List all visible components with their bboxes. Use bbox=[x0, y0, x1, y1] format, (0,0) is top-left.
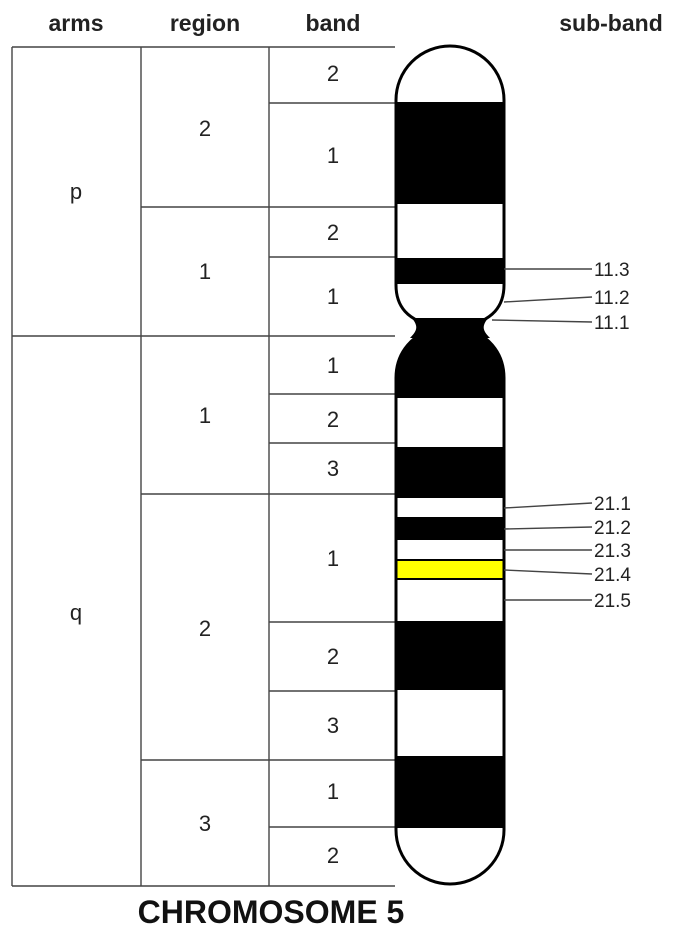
sub-band-label: 21.1 bbox=[594, 494, 631, 515]
band-label: 2 bbox=[327, 407, 339, 432]
chromosome-q-arm bbox=[394, 332, 506, 886]
header-sub-band: sub-band bbox=[559, 10, 663, 36]
sub-band-label: 11.3 bbox=[594, 260, 630, 281]
band-label: 1 bbox=[327, 353, 339, 378]
header-band: band bbox=[306, 10, 361, 36]
band-highlight bbox=[396, 559, 504, 580]
band-dark bbox=[396, 102, 504, 204]
region-label: 1 bbox=[199, 403, 211, 428]
region-label: 3 bbox=[199, 811, 211, 836]
band-label: 1 bbox=[327, 284, 339, 309]
band-dark bbox=[396, 517, 504, 540]
band-label: 1 bbox=[327, 143, 339, 168]
arm-label-q: q bbox=[70, 600, 82, 625]
band-dark bbox=[396, 756, 504, 828]
band-label: 3 bbox=[327, 713, 339, 738]
arm-label-p: p bbox=[70, 179, 82, 204]
band-label: 1 bbox=[327, 546, 339, 571]
band-dark bbox=[396, 621, 504, 690]
region-label: 2 bbox=[199, 616, 211, 641]
band-table bbox=[11, 46, 395, 887]
band-label: 2 bbox=[327, 843, 339, 868]
band-label: 3 bbox=[327, 456, 339, 481]
diagram-title: CHROMOSOME 5 bbox=[138, 894, 405, 930]
chromosome-p-arm bbox=[394, 44, 506, 324]
band-dark bbox=[396, 334, 504, 398]
sub-band-label: 11.2 bbox=[594, 288, 630, 309]
sub-band-label: 11.1 bbox=[594, 313, 630, 334]
header-arms: arms bbox=[49, 10, 104, 36]
band-dark bbox=[396, 258, 504, 284]
sub-band-leaders bbox=[491, 268, 593, 601]
sub-band-label: 21.2 bbox=[594, 518, 631, 539]
band-label: 2 bbox=[327, 644, 339, 669]
sub-band-label: 21.5 bbox=[594, 591, 631, 612]
header-region: region bbox=[170, 10, 240, 36]
region-label: 1 bbox=[199, 259, 211, 284]
region-label: 2 bbox=[199, 116, 211, 141]
band-label: 2 bbox=[327, 220, 339, 245]
band-dark bbox=[396, 447, 504, 498]
sub-band-label: 21.3 bbox=[594, 541, 631, 562]
sub-band-label: 21.4 bbox=[594, 565, 631, 586]
band-label: 2 bbox=[327, 61, 339, 86]
band-label: 1 bbox=[327, 779, 339, 804]
